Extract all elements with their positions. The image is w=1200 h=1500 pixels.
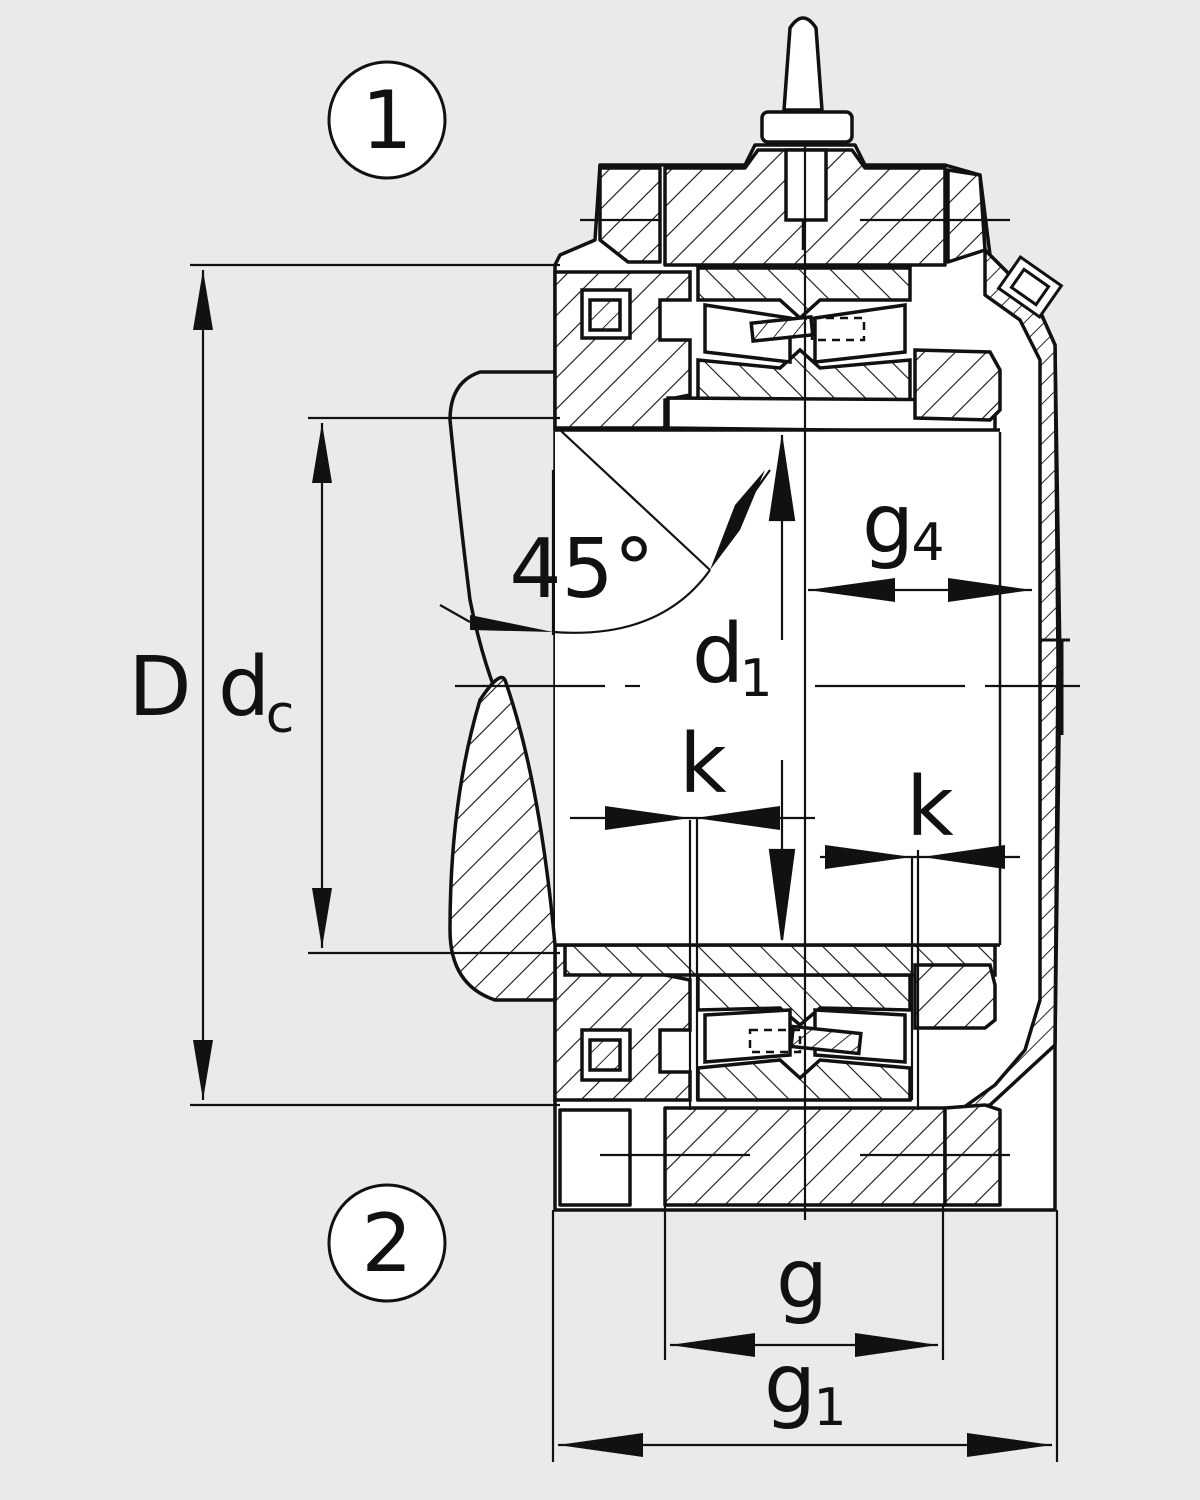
left-seal-upper [553, 270, 692, 430]
callout-2: 2 [327, 1183, 447, 1303]
dimension-lines [190, 263, 1059, 1462]
k-right-label: k [906, 760, 954, 855]
callout-2-label: 2 [362, 1197, 413, 1290]
k-left-label: k [679, 717, 727, 812]
dc-label: d [218, 640, 270, 735]
g4-label: g [862, 477, 914, 572]
d1-label: d [692, 607, 744, 702]
vent-plug [996, 255, 1064, 319]
g4-subscript: 4 [911, 513, 944, 573]
angle-label: 45° [509, 522, 654, 617]
g-label: g [776, 1232, 828, 1327]
grease-nipple [760, 16, 854, 250]
callout-1-label: 1 [362, 74, 413, 167]
center-lines [455, 145, 1080, 1220]
d1-subscript: 1 [739, 649, 772, 709]
g1-label: g [764, 1337, 816, 1432]
callout-1: 1 [327, 60, 447, 180]
D-label: D [128, 640, 191, 735]
dc-subscript: c [266, 685, 295, 745]
g1-subscript: 1 [813, 1378, 846, 1438]
